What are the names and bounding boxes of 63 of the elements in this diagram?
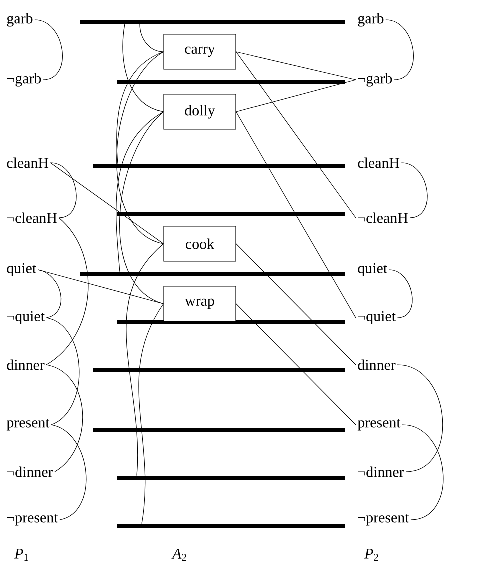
effect-line <box>236 244 356 366</box>
noop-bar <box>93 368 346 372</box>
action-box: dolly <box>164 94 236 130</box>
noop-bar <box>80 272 346 276</box>
proposition-label: quiet <box>7 263 36 277</box>
action-box: carry <box>164 34 236 70</box>
precondition-line <box>38 270 164 304</box>
effect-line <box>236 112 356 318</box>
action-box: cook <box>164 226 236 262</box>
noop-bar <box>117 212 346 216</box>
mutex-arc <box>34 20 63 80</box>
mutex-arc <box>116 112 164 272</box>
proposition-label: ¬cleanH <box>7 212 57 224</box>
proposition-label: ¬dinner <box>7 466 54 478</box>
proposition-label: ¬dinner <box>358 466 404 478</box>
mutex-arc <box>386 20 414 80</box>
proposition-label: ¬present <box>358 514 410 526</box>
proposition-label: present <box>358 419 401 431</box>
proposition-label: quiet <box>358 263 388 277</box>
noop-bar <box>80 20 346 24</box>
proposition-label: garb <box>7 13 33 27</box>
noop-bar <box>117 524 346 528</box>
proposition-label: ¬quiet <box>7 311 45 325</box>
proposition-label: dinner <box>358 360 396 370</box>
proposition-label: ¬present <box>7 514 58 526</box>
level-label: A$_{2}$ <box>172 549 186 561</box>
mutex-arc <box>116 52 164 164</box>
mutex-arc <box>116 52 164 244</box>
effect-line <box>236 304 356 426</box>
proposition-label: ¬quiet <box>358 311 396 325</box>
precondition-line <box>50 162 164 244</box>
mutex-arc <box>51 424 87 520</box>
noop-bar <box>117 80 346 84</box>
effect-line <box>236 80 356 112</box>
effect-line <box>236 52 356 218</box>
mutex-arc <box>126 244 164 476</box>
proposition-label: cleanH <box>7 158 49 168</box>
mutex-arc <box>46 318 80 426</box>
proposition-label: cleanH <box>358 158 400 168</box>
mutex-arc <box>46 364 84 472</box>
level-label: P$_{2}$ <box>364 549 378 561</box>
mutex-arc <box>397 364 443 472</box>
mutex-arc <box>140 24 164 52</box>
proposition-label: ¬garb <box>358 73 392 87</box>
mutex-arc <box>388 270 413 318</box>
proposition-label: ¬cleanH <box>358 212 408 224</box>
action-box: wrap <box>164 286 236 322</box>
proposition-label: ¬garb <box>7 73 42 87</box>
level-label: P$_{1}$ <box>14 549 28 561</box>
noop-bar <box>117 476 346 480</box>
proposition-label: dinner <box>7 360 45 370</box>
noop-bar <box>93 164 346 168</box>
mutex-arc <box>401 162 428 218</box>
mutex-arc <box>120 112 164 304</box>
effect-line <box>236 52 356 80</box>
mutex-arc <box>138 304 164 524</box>
mutex-arc <box>50 162 77 218</box>
noop-bar <box>93 428 346 432</box>
proposition-label: present <box>6 419 50 431</box>
proposition-label: garb <box>358 13 384 27</box>
mutex-arc <box>46 218 89 366</box>
mutex-arc <box>402 424 444 520</box>
mutex-arc <box>122 24 164 112</box>
